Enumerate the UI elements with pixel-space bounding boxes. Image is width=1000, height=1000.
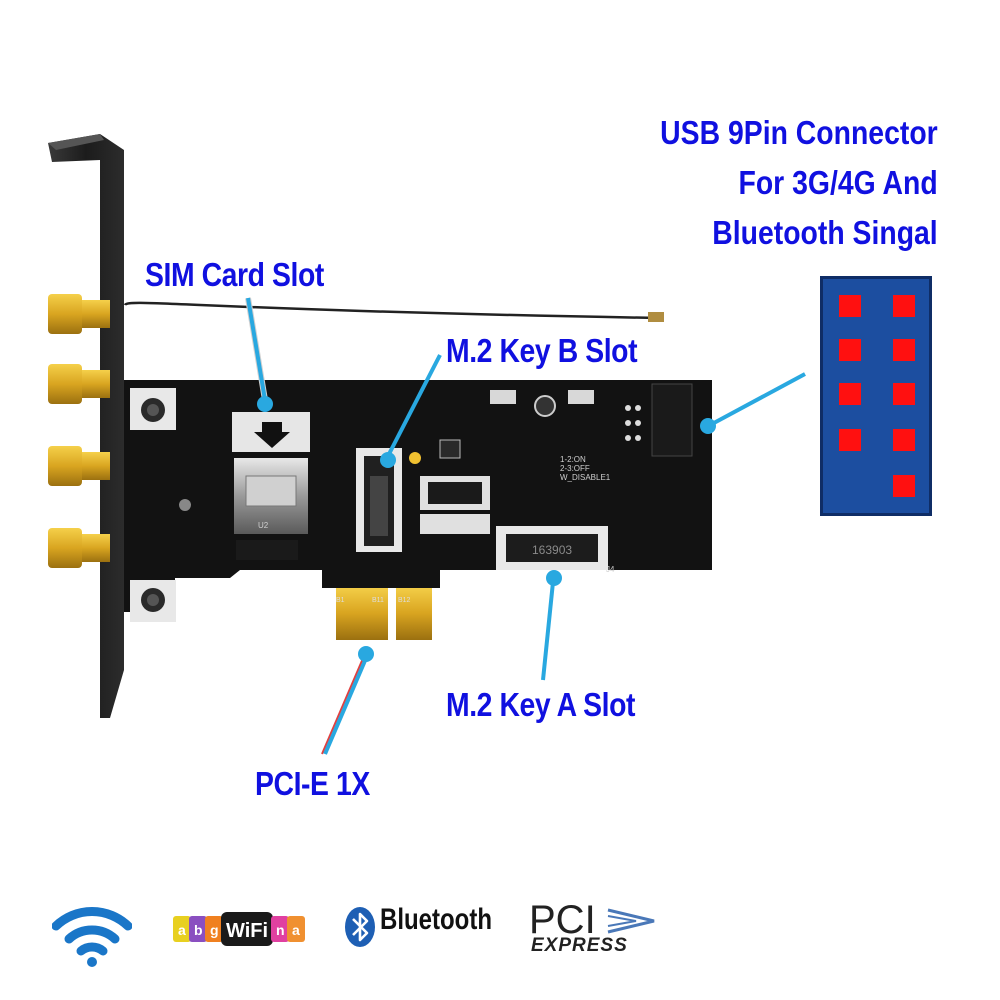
- usb-pin-header: [625, 383, 693, 457]
- usb-pin: [839, 295, 861, 317]
- board-components: 1-2:ON 2-3:OFF W_DISABLE1 U2 J4: [258, 390, 615, 574]
- bluetooth-icon: [345, 907, 375, 947]
- usb-pin: [839, 383, 861, 405]
- wifi-signal-icon: [52, 907, 132, 967]
- pcb-ref-j4: J4: [606, 565, 615, 574]
- usb-pin: [839, 429, 861, 451]
- m2-key-b-slot: [356, 448, 402, 552]
- mounting-bracket: [48, 134, 124, 718]
- usb-pin: [893, 383, 915, 405]
- wifi-letter-a: a: [178, 922, 186, 938]
- wifi-word: WiFi: [226, 920, 268, 942]
- pcb-switch-legend-1: 1-2:ON: [560, 455, 586, 464]
- wifi-letter-g: g: [210, 922, 219, 938]
- pcie-gold-fingers: B1 B11 B12: [322, 570, 440, 640]
- pcb-switch-legend-2: 2-3:OFF: [560, 464, 590, 473]
- usb-pin: [893, 475, 915, 497]
- m2-key-a-slot: 163903: [496, 526, 608, 570]
- usb-pin: [893, 295, 915, 317]
- wifi-letter-a2: a: [292, 922, 300, 938]
- antenna-cable: [123, 301, 664, 322]
- pin-b11: B11: [372, 597, 384, 604]
- pin-b12: B12: [398, 597, 411, 604]
- callout-lines: [245, 297, 806, 755]
- usb-pinout-diagram: [820, 276, 932, 516]
- pci-express-chevron-icon: [607, 908, 655, 934]
- wifi-abgn-logo: a b g WiFi n a: [173, 912, 305, 946]
- usb-pin: [893, 429, 915, 451]
- wifi-letter-b: b: [194, 922, 203, 938]
- pcb-switch-legend-3: W_DISABLE1: [560, 473, 611, 482]
- pcie-1x-label: PCI-E 1X: [255, 765, 370, 802]
- pin-b1: B1: [336, 597, 345, 604]
- sma-connectors: [48, 294, 110, 568]
- pcb-ref-u2: U2: [258, 521, 269, 530]
- usb-connector-line-1: USB 9Pin Connector: [660, 114, 938, 151]
- usb-pin: [893, 339, 915, 361]
- m2-key-b-slot-label: M.2 Key B Slot: [446, 332, 638, 369]
- usb-pin: [839, 339, 861, 361]
- usb-connector-description: USB 9Pin Connector For 3G/4G And Bluetoo…: [660, 108, 938, 258]
- express-wordmark: EXPRESS: [531, 935, 628, 956]
- chip-code: 163903: [532, 543, 572, 557]
- sim-card-slot: [232, 412, 310, 560]
- wifi-letter-n: n: [276, 922, 285, 938]
- sim-card-slot-label: SIM Card Slot: [145, 256, 324, 293]
- usb-connector-line-3: Bluetooth Singal: [712, 214, 938, 251]
- usb-connector-line-2: For 3G/4G And: [738, 164, 938, 201]
- pci-wordmark: PCI: [529, 898, 596, 942]
- bluetooth-wordmark: Bluetooth: [380, 903, 492, 936]
- m2-key-a-slot-label: M.2 Key A Slot: [446, 686, 635, 723]
